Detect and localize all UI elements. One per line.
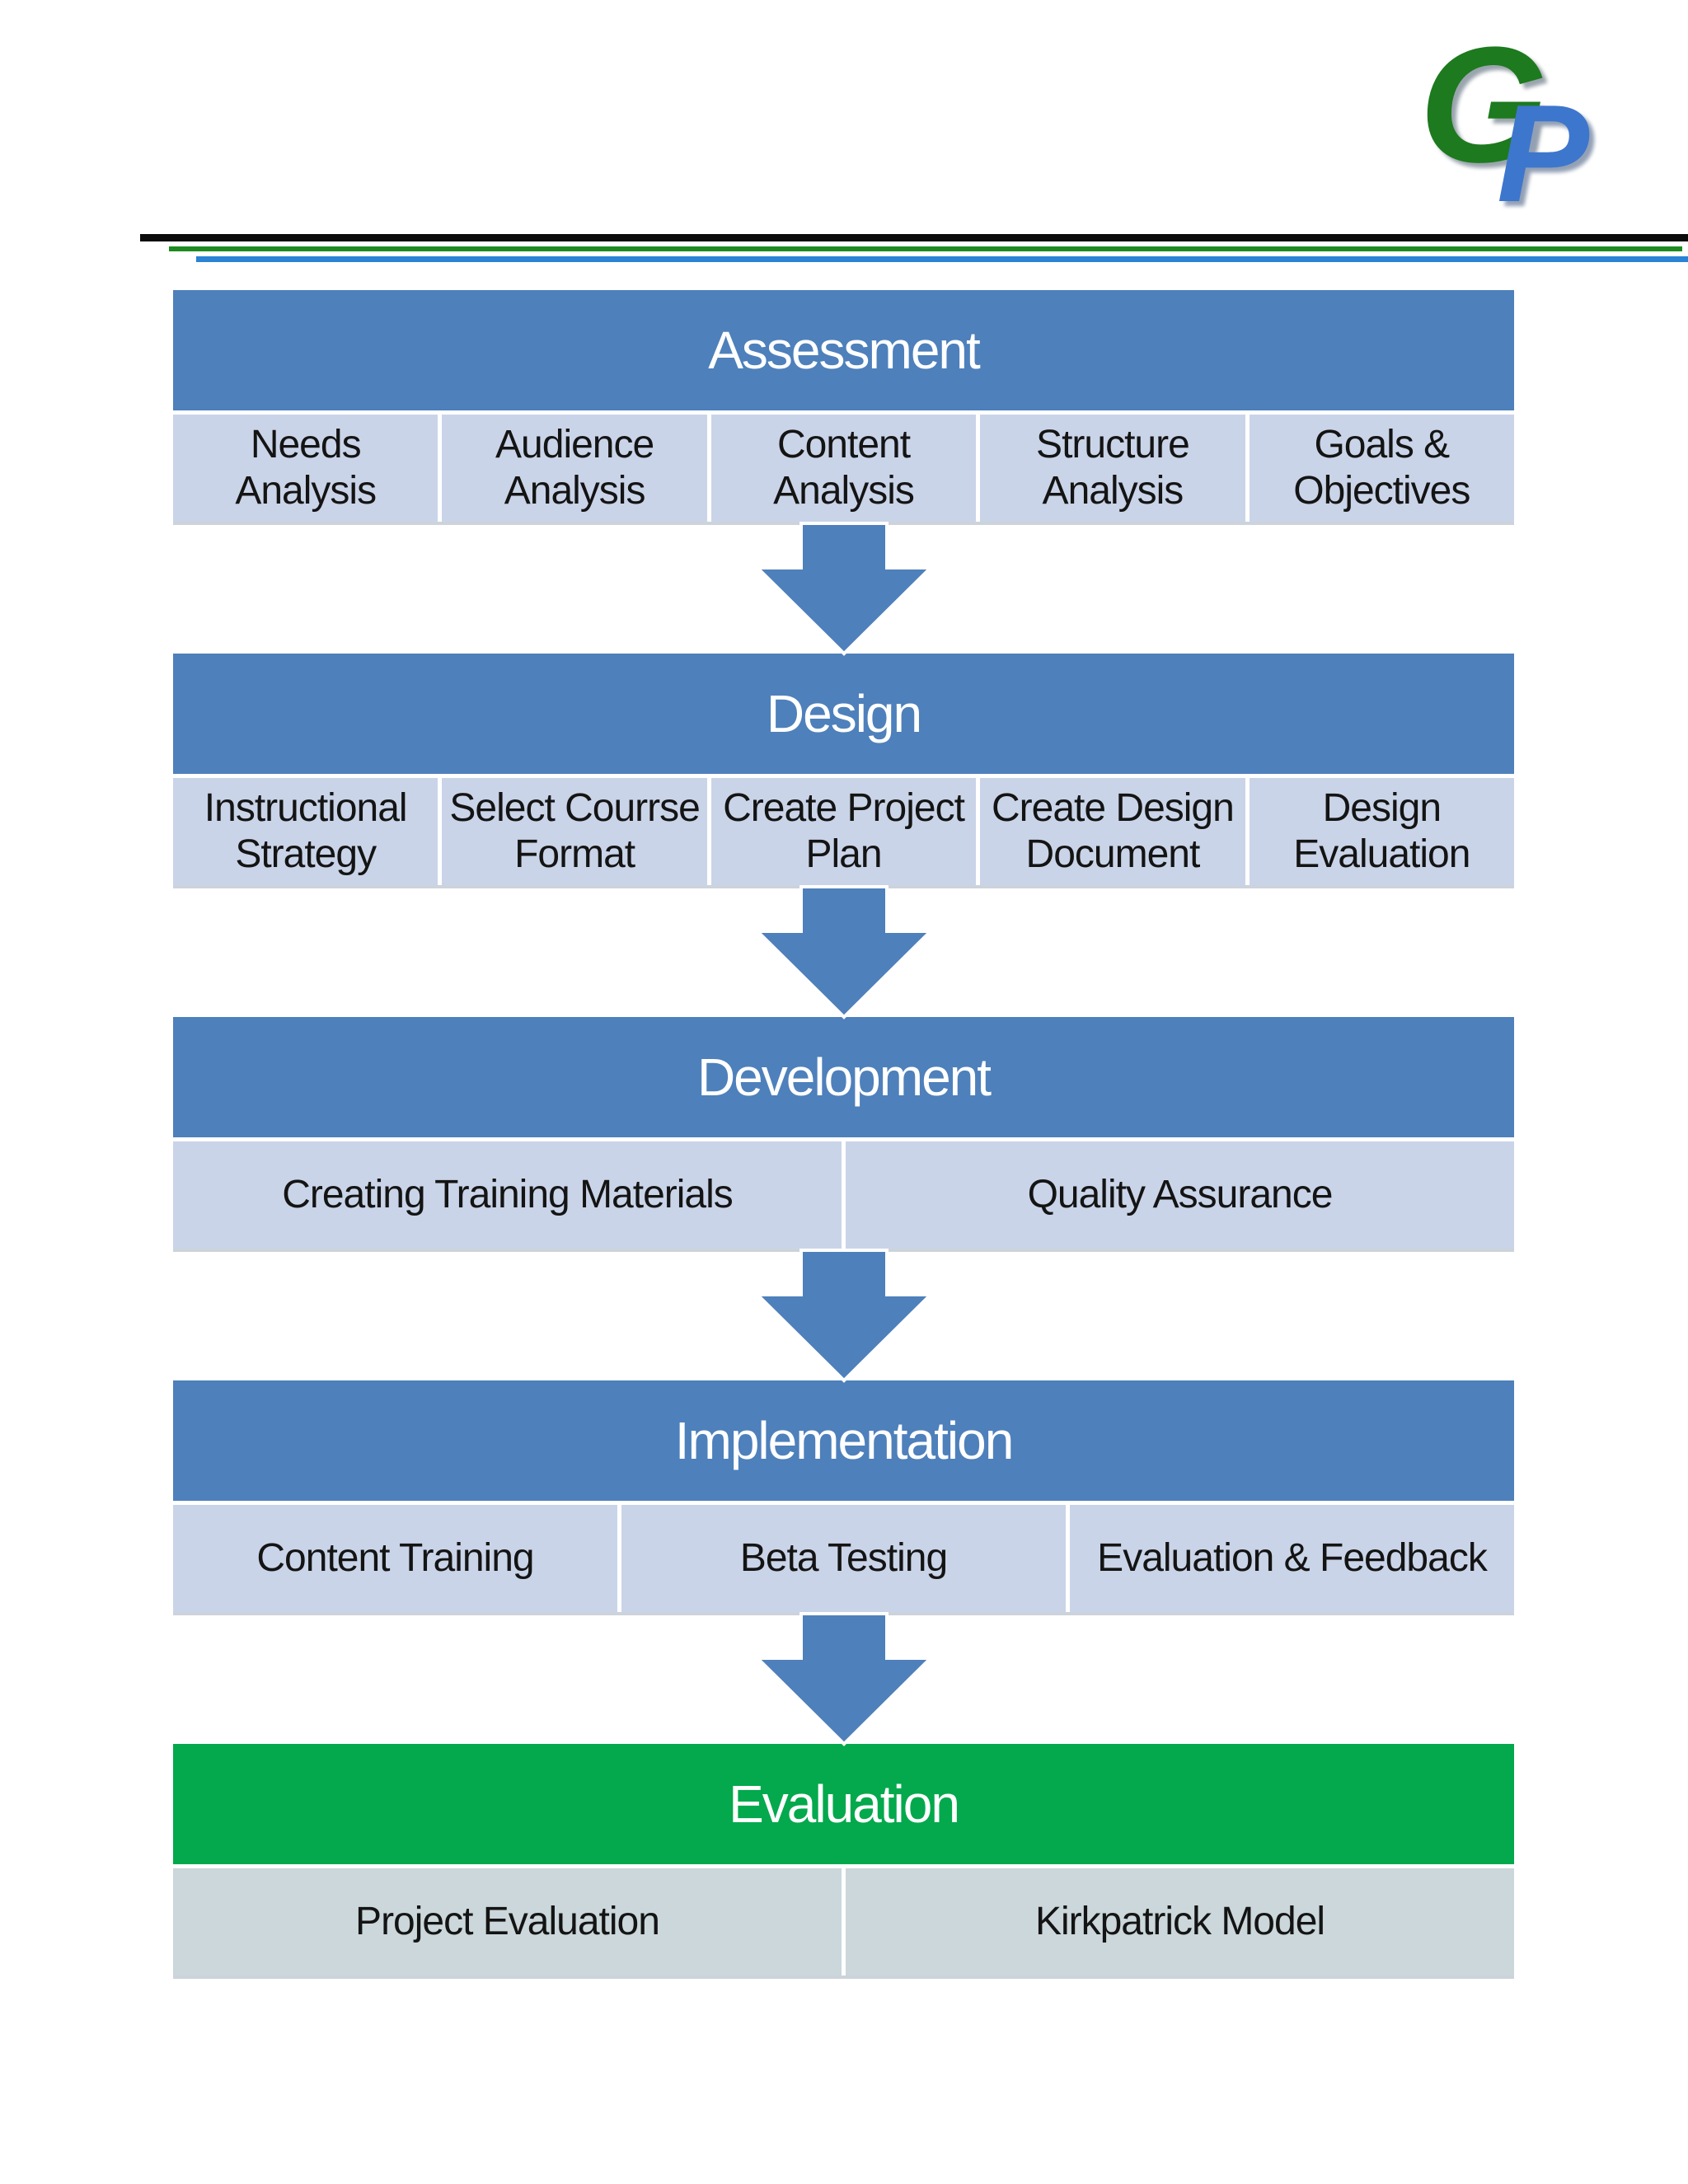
cell-content: Content Analysis — [710, 415, 977, 522]
cell-instructional: Instructional Strategy — [173, 778, 438, 885]
cell-needs: Needs Analysis — [173, 415, 438, 522]
cell-structure: Structure Analysis — [980, 415, 1245, 522]
section-header-implementation: Implementation — [173, 1380, 1514, 1501]
divider-line-green — [169, 246, 1682, 251]
cell-beta-testing: Beta Testing — [621, 1505, 1066, 1612]
logo-letter-g: G — [1419, 13, 1548, 197]
down-arrow-icon — [754, 885, 933, 1019]
cell-create-project: Create Project Plan — [710, 778, 977, 885]
section-header-development: Development — [173, 1017, 1514, 1137]
divider-line-blue — [196, 256, 1688, 262]
cell-design: Design Evaluation — [1249, 778, 1515, 885]
cell-create-design: Create Design Document — [980, 778, 1245, 885]
cell-kirkpatrick-model: Kirkpatrick Model — [846, 1868, 1514, 1975]
flow-arrow-3 — [173, 1249, 1514, 1383]
section-title: Assessment — [708, 321, 981, 380]
section-title: Design — [766, 684, 922, 743]
cell-evaluation-feedback: Evaluation & Feedback — [1070, 1505, 1514, 1612]
section-title: Evaluation — [729, 1774, 960, 1834]
flow-arrow-2 — [173, 885, 1514, 1019]
cell-goals: Goals & Objectives — [1249, 415, 1515, 522]
cell-project-evaluation: Project Evaluation — [173, 1868, 842, 1975]
cell-select-courrse: Select Courrse Format — [442, 778, 707, 885]
section-header-assessment: Assessment — [173, 290, 1514, 410]
section-header-design: Design — [173, 654, 1514, 774]
flow-arrow-4 — [173, 1612, 1514, 1746]
down-arrow-icon — [754, 522, 933, 656]
cell-quality-assurance: Quality Assurance — [846, 1141, 1514, 1249]
section-title: Implementation — [674, 1411, 1015, 1470]
logo-letter-p: P — [1497, 76, 1590, 231]
flow-arrow-1 — [173, 522, 1514, 656]
down-arrow-icon — [754, 1612, 933, 1746]
cell-creating-training-materials: Creating Training Materials — [173, 1141, 842, 1249]
cell-audience: Audience Analysis — [442, 415, 707, 522]
cell-content-training: Content Training — [173, 1505, 617, 1612]
section-title: Development — [696, 1047, 992, 1107]
divider-line-black — [140, 234, 1688, 241]
section-header-evaluation: Evaluation — [173, 1744, 1514, 1864]
down-arrow-icon — [754, 1249, 933, 1383]
